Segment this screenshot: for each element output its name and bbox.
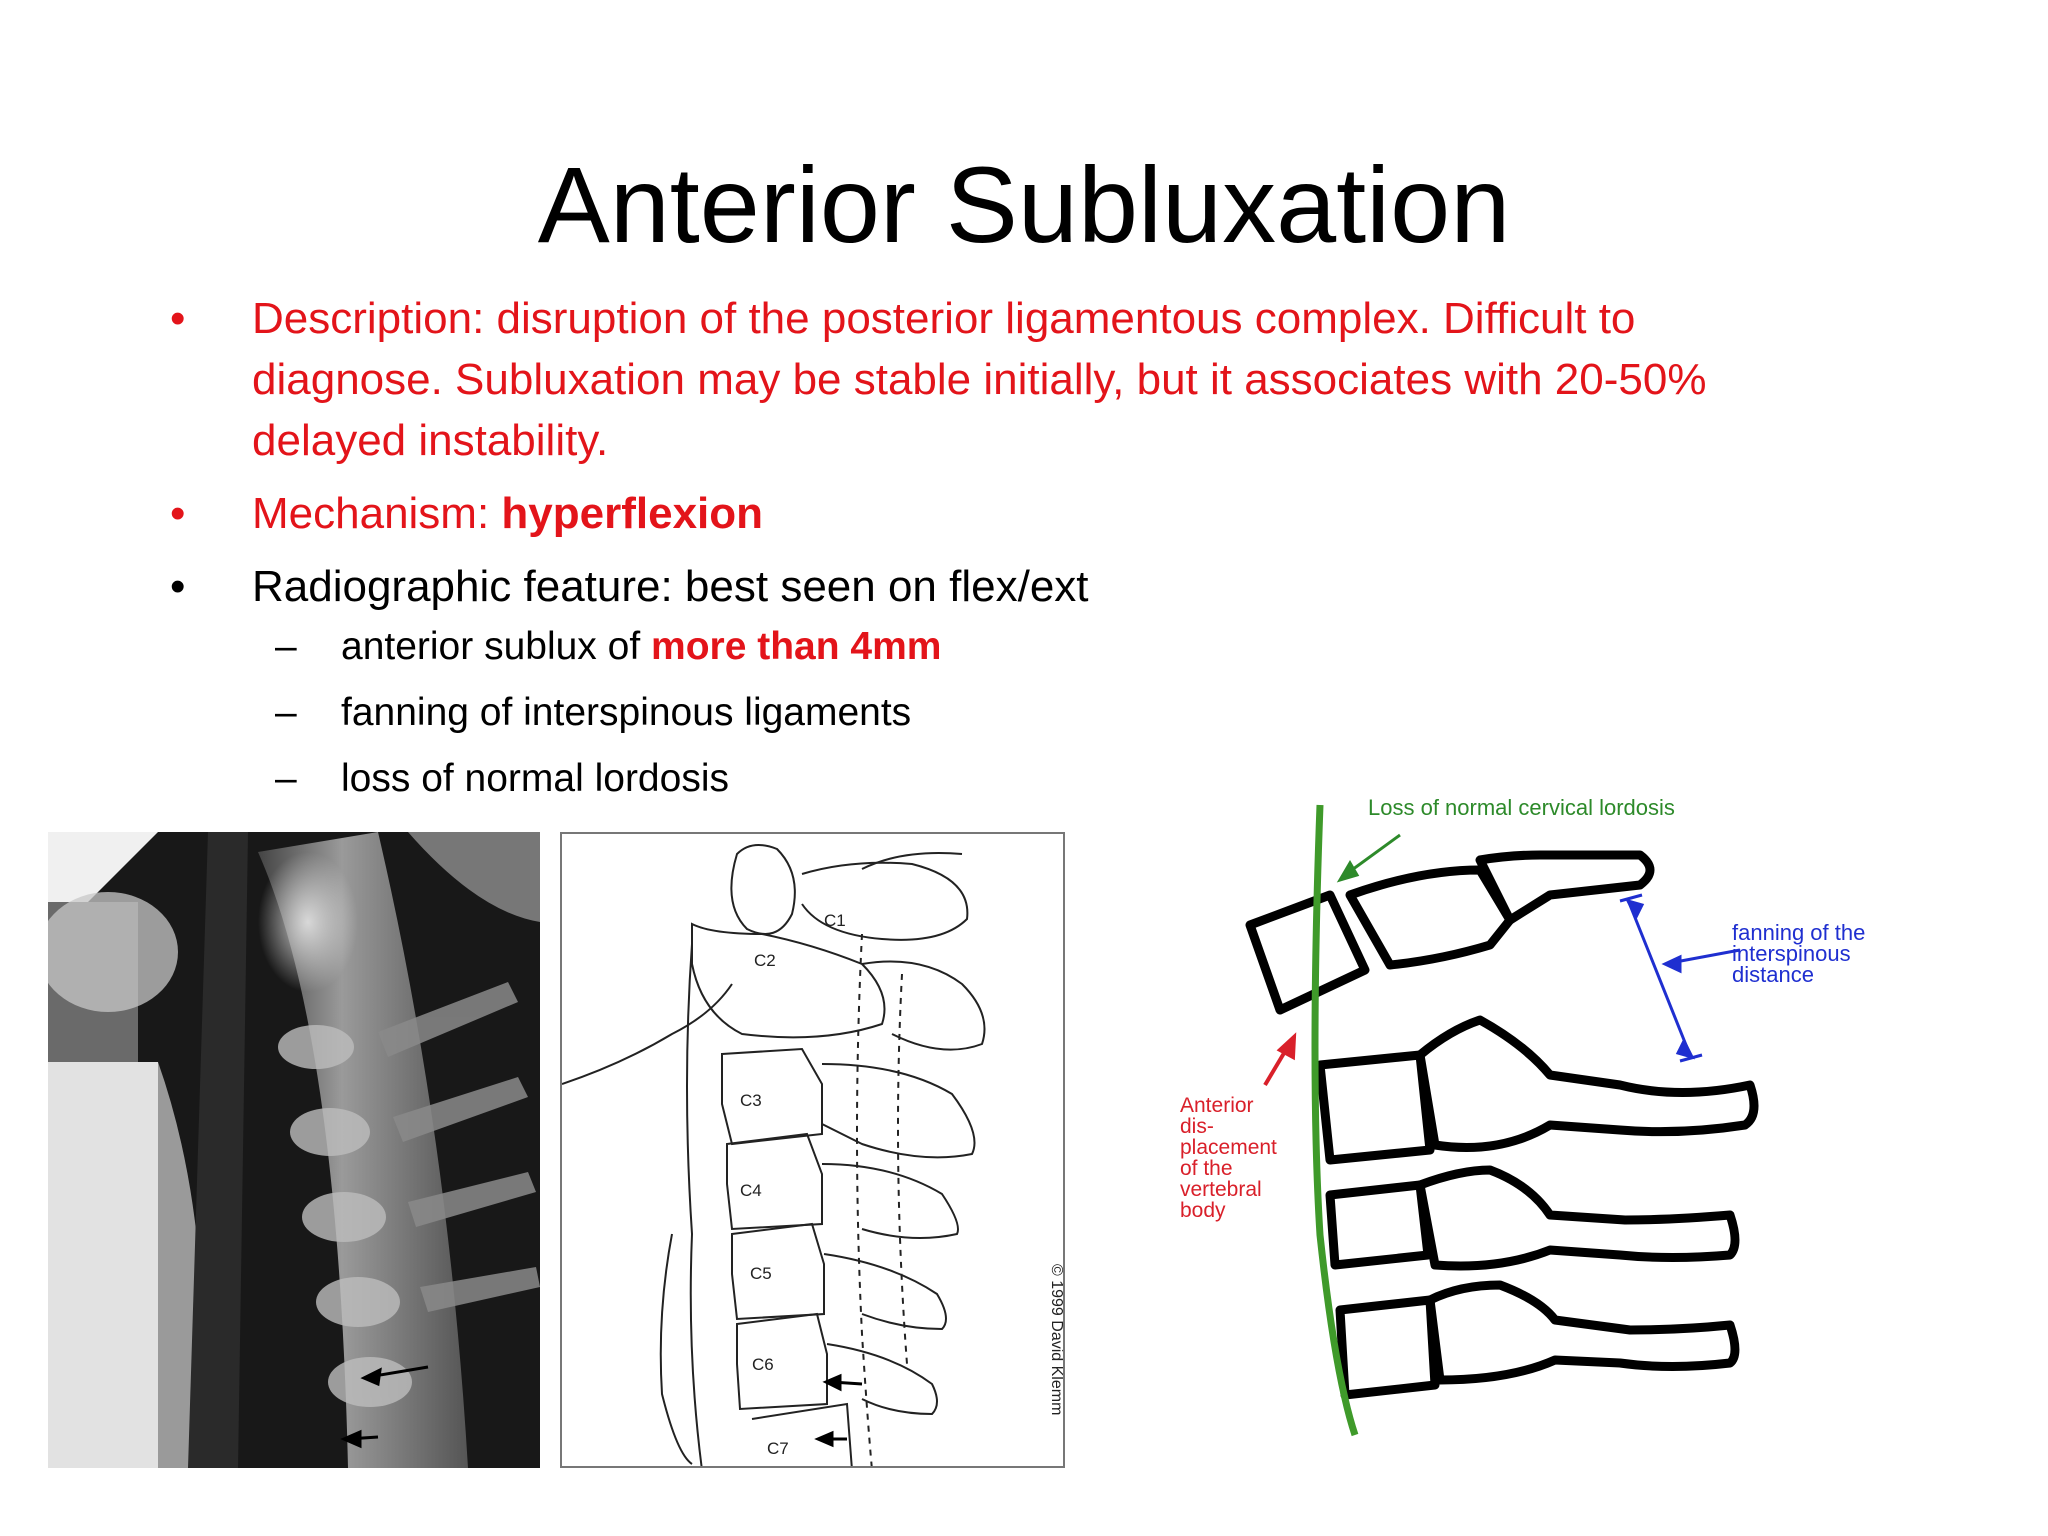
label-c2: C2 xyxy=(754,951,776,970)
sub-bullet-fanning-text: fanning of interspinous ligaments xyxy=(341,691,912,734)
bullet-mechanism-emphasis: hyperflexion xyxy=(501,489,764,538)
label-anterior-3: placement xyxy=(1180,1136,1277,1159)
label-c5: C5 xyxy=(750,1264,772,1283)
label-c6: C6 xyxy=(752,1355,774,1374)
sub-bullet-lordosis-text: loss of normal lordosis xyxy=(341,757,729,800)
subluxation-diagram-graphic: Loss of normal cervical lordosis fanning… xyxy=(1180,795,1865,1437)
sub-marker: – xyxy=(275,757,297,800)
bullet-list: • Description: disruption of the posteri… xyxy=(170,288,1820,629)
bullet-description-text: Description: disruption of the posterior… xyxy=(252,294,1707,465)
bullet-radiographic-text: Radiographic feature: best seen on flex/… xyxy=(252,562,1089,611)
sub-bullet-list: – anterior sublux of more than 4mm – fan… xyxy=(275,622,1175,820)
spine-line-graphic: C1 C2 C3 C4 C5 C6 C7 © 1999 David Klemm xyxy=(562,844,1065,1466)
label-anterior-2: dis- xyxy=(1180,1115,1214,1138)
label-fanning-2: interspinous xyxy=(1732,941,1851,966)
sub-bullet-fanning: – fanning of interspinous ligaments xyxy=(275,688,1175,738)
spine-line-drawing: C1 C2 C3 C4 C5 C6 C7 © 1999 David Klemm xyxy=(560,832,1065,1468)
xray-graphic xyxy=(48,832,540,1468)
label-lordosis: Loss of normal cervical lordosis xyxy=(1368,795,1675,820)
label-anterior-1: Anterior xyxy=(1180,1094,1254,1117)
bullet-mechanism-prefix: Mechanism: xyxy=(252,489,502,538)
copyright-text: © 1999 David Klemm xyxy=(1048,1264,1065,1415)
label-c1: C1 xyxy=(824,911,846,930)
sub-bullet-sublux: – anterior sublux of more than 4mm xyxy=(275,622,1175,672)
label-fanning-3: distance xyxy=(1732,962,1814,987)
bullet-radiographic: • Radiographic feature: best seen on fle… xyxy=(170,556,1820,617)
label-c3: C3 xyxy=(740,1091,762,1110)
label-c4: C4 xyxy=(740,1181,762,1200)
label-fanning-1: fanning of the xyxy=(1732,920,1865,945)
sub-bullet-lordosis: – loss of normal lordosis xyxy=(275,754,1175,804)
sub-marker: – xyxy=(275,625,297,668)
slide-title: Anterior Subluxation xyxy=(537,144,1511,265)
bullet-marker: • xyxy=(170,562,186,611)
sub-bullet-sublux-prefix: anterior sublux of xyxy=(341,625,652,668)
bullet-marker: • xyxy=(170,489,186,538)
bullet-mechanism: • Mechanism: hyperflexion xyxy=(170,483,1820,544)
subluxation-diagram: Loss of normal cervical lordosis fanning… xyxy=(1150,775,1910,1465)
sub-bullet-sublux-emphasis: more than 4mm xyxy=(651,625,942,668)
label-c7: C7 xyxy=(767,1439,789,1458)
xray-image xyxy=(48,832,540,1468)
label-anterior-5: vertebral xyxy=(1180,1178,1262,1201)
label-anterior-6: body xyxy=(1180,1199,1226,1222)
label-anterior-4: of the xyxy=(1180,1157,1233,1180)
bullet-marker: • xyxy=(170,294,186,343)
bullet-description: • Description: disruption of the posteri… xyxy=(170,288,1820,471)
sub-marker: – xyxy=(275,691,297,734)
